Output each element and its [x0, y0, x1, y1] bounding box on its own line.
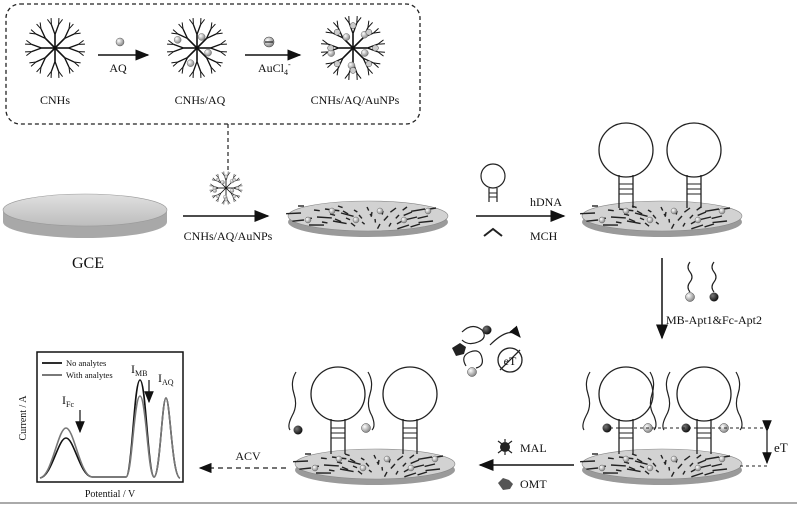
omt-label: OMT — [520, 477, 547, 491]
hairpin-dna-pair-top — [598, 122, 722, 208]
x-axis-label: Potential / V — [85, 489, 136, 500]
ifc-peak-label: IFc — [62, 393, 74, 409]
cnhs-aq-aunps-label: CNHs/AQ/AuNPs — [311, 93, 400, 107]
modified-electrode-1 — [286, 200, 449, 237]
acv-voltammogram: No analytes With analytes IFc IMB IAQ Po… — [18, 351, 184, 500]
cnhs-aq-aunps-step-label: CNHs/AQ/AuNPs — [184, 229, 273, 243]
hdna-hairpin-icon — [480, 163, 506, 202]
fc-apt2-icon — [709, 261, 719, 302]
cnhs-label: CNHs — [40, 93, 70, 107]
aucl4-label: AuCl4- — [258, 60, 291, 77]
aptamer-bound-electrode — [580, 448, 743, 485]
mal-label: MAL — [520, 441, 547, 455]
omt-molecule-icon — [498, 478, 513, 490]
hdna-electrode — [580, 200, 743, 237]
legend-with-analytes: With analytes — [66, 370, 113, 380]
legend-no-analytes: No analytes — [66, 358, 106, 368]
inset-dashed-box — [5, 3, 421, 125]
et-blocked-icon: eT — [489, 325, 523, 373]
cnhs-aq-aunps-small-icon — [209, 171, 243, 205]
y-axis-label: Current / A — [18, 395, 29, 441]
aq-molecule-icon — [115, 37, 125, 47]
released-aptamer-target-icon — [452, 325, 492, 377]
cnhs-dendrimer-icon — [25, 18, 85, 78]
mal-molecule-icon — [497, 439, 513, 455]
target-bound-electrode — [293, 448, 456, 485]
curve-with-analytes — [39, 395, 181, 479]
iaq-peak-label: IAQ — [158, 371, 174, 387]
hairpin-aptamer-complex-right — [582, 366, 743, 454]
mch-label: MCH — [530, 229, 558, 243]
mb-apt1-icon — [685, 261, 695, 302]
aq-label: AQ — [109, 61, 127, 75]
cnhs-aq-dendrimer-icon — [167, 18, 227, 78]
et-distance-label: eT — [774, 440, 788, 455]
mch-molecule-icon — [483, 227, 503, 237]
gce-label: GCE — [72, 255, 104, 272]
et-circle-label: eT — [504, 354, 517, 368]
hdna-label: hDNA — [530, 195, 562, 209]
hairpin-aptamer-complex-middle — [288, 366, 438, 454]
gce-electrode-disc — [2, 193, 168, 238]
cnhs-aq-label: CNHs/AQ — [175, 93, 226, 107]
mb-apt1-fc-apt2-label: MB-Apt1&Fc-Apt2 — [666, 313, 762, 327]
imb-peak-label: IMB — [131, 362, 147, 378]
cnhs-aq-aunps-dendrimer-icon — [321, 16, 385, 80]
acv-label: ACV — [235, 449, 261, 463]
